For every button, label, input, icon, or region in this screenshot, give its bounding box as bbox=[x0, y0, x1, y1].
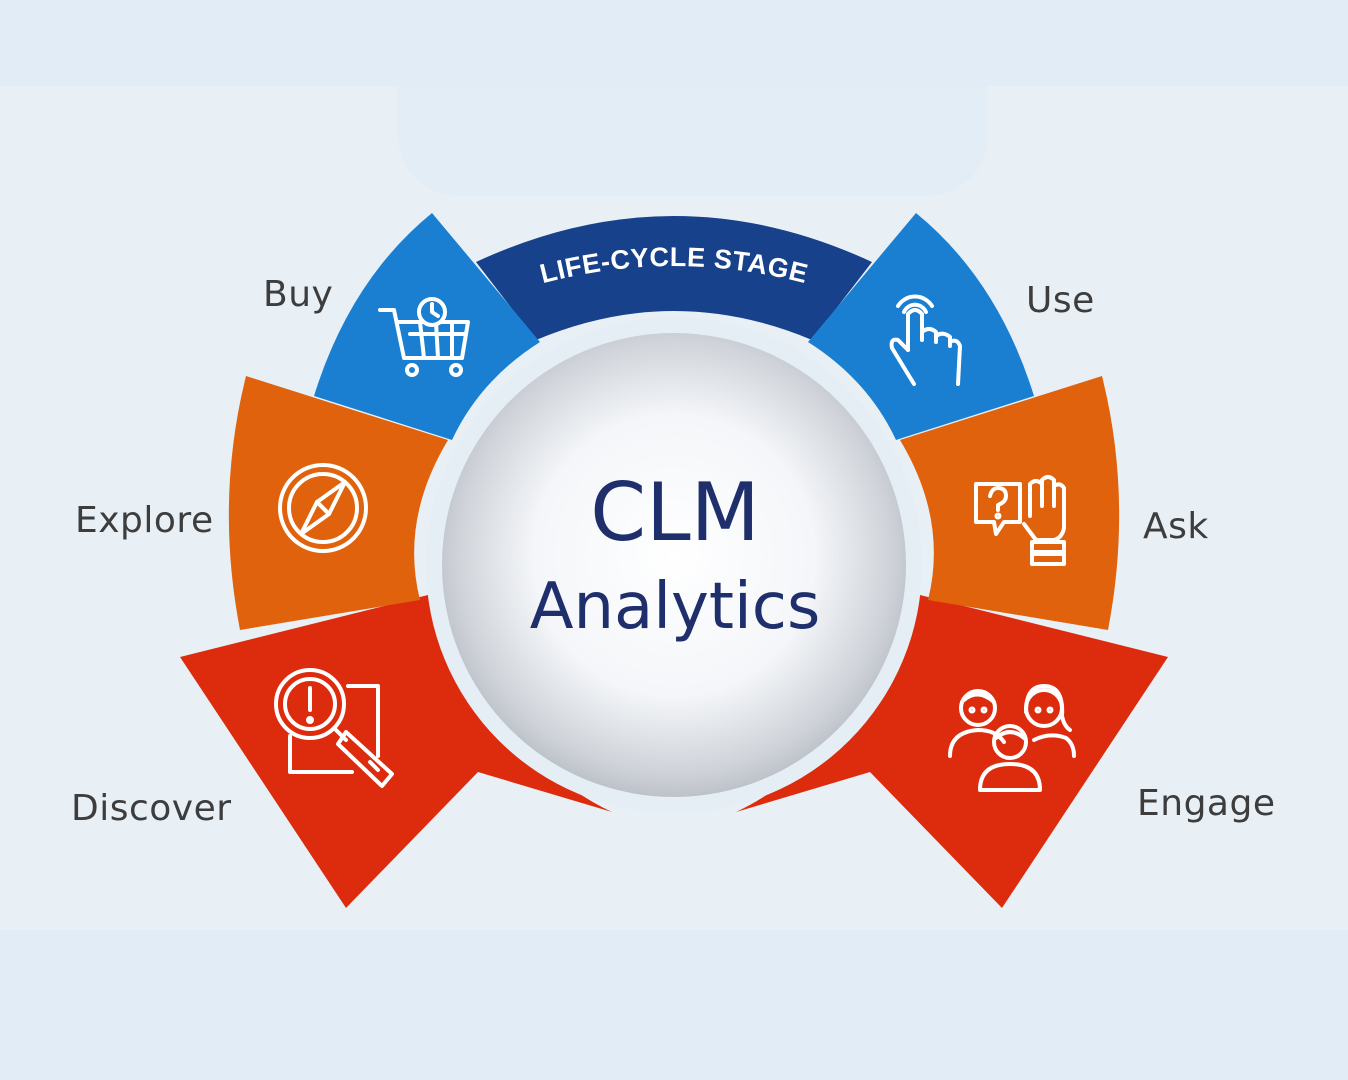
segment-explore bbox=[228, 376, 448, 630]
compass-icon bbox=[278, 463, 368, 553]
stage-label-use: Use bbox=[1026, 280, 1095, 321]
background-tab bbox=[398, 86, 988, 196]
lifecycle-stage-band bbox=[476, 216, 872, 340]
segment-discover bbox=[180, 592, 612, 908]
center-title-analytics: Analytics bbox=[529, 570, 821, 644]
stage-label-engage: Engage bbox=[1137, 783, 1276, 824]
touch-hand-icon bbox=[889, 294, 962, 386]
stage-label-buy: Buy bbox=[263, 274, 334, 315]
stage-label-ask: Ask bbox=[1143, 506, 1209, 547]
center-title-clm: CLM bbox=[590, 466, 760, 559]
segment-buy bbox=[314, 213, 540, 440]
stage-label-explore: Explore bbox=[75, 500, 214, 541]
segment-ask bbox=[900, 376, 1120, 630]
center-disc bbox=[442, 333, 906, 797]
stage-label-discover: Discover bbox=[71, 788, 232, 829]
shopping-cart-icon bbox=[378, 297, 470, 377]
magnifier-alert-icon bbox=[274, 668, 394, 788]
people-group-icon bbox=[948, 684, 1076, 792]
question-hand-icon bbox=[974, 475, 1066, 566]
